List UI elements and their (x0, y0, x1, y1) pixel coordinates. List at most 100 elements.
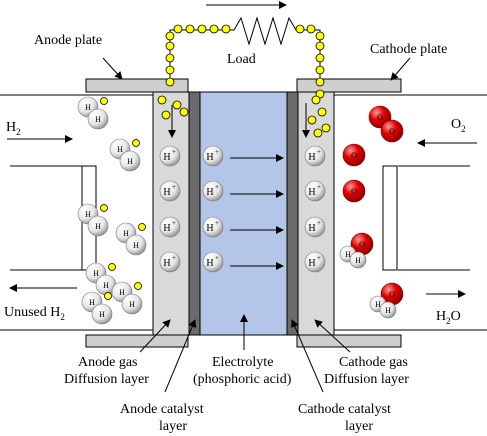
svg-text:H: H (308, 258, 315, 269)
svg-text:H: H (206, 258, 213, 269)
electron-bead (104, 292, 112, 300)
oxygen-atom-symbol: O (377, 113, 383, 122)
electron-bead (315, 41, 325, 51)
electron-bead (173, 24, 183, 34)
anode-catalyst-label-line1: Anode catalyst (120, 402, 204, 417)
electron-bead (161, 110, 171, 120)
svg-text:+: + (172, 148, 176, 156)
svg-text:+: + (215, 254, 219, 262)
oxygen-atom-symbol: O (389, 290, 395, 299)
hydrogen-molecule: HH (109, 138, 141, 172)
hydrogen-ions: H+H+H+H+H+H+H+H+H+H+H+H+ (159, 145, 326, 273)
o2-inlet-label: O2 (451, 117, 466, 134)
hydrogen-ion: H+ (159, 145, 181, 167)
hydrogen-atom-symbol: H (85, 103, 91, 112)
cathode-gas-label-line2: Diffusion layer (324, 372, 409, 387)
hydrogen-atom (379, 301, 397, 319)
svg-text:+: + (317, 219, 321, 227)
svg-text:H: H (163, 187, 170, 198)
svg-text:H: H (206, 152, 213, 163)
electron-bead (315, 77, 325, 87)
electron-bead (138, 223, 146, 231)
hydrogen-atom (125, 234, 147, 256)
electrolyte-layer (199, 91, 288, 336)
water-molecule: OHH (369, 282, 404, 319)
hydrogen-molecule: HH (111, 281, 143, 315)
svg-text:H: H (206, 187, 213, 198)
svg-text:+: + (172, 219, 176, 227)
oxygen-atom-symbol: O (359, 240, 365, 249)
hydrogen-atom-symbol: H (129, 300, 135, 309)
hydrogen-atom-symbol: H (117, 145, 123, 154)
anode-gas-diffusion-layer (152, 91, 190, 336)
electron-bead (313, 128, 323, 138)
svg-text:+: + (317, 183, 321, 191)
svg-text:H: H (163, 152, 170, 163)
svg-text:+: + (215, 219, 219, 227)
hydrogen-ion: H+ (159, 251, 181, 273)
svg-text:+: + (172, 183, 176, 191)
cathode-gas-label-line1: Cathode gas (339, 355, 408, 370)
electron-bead (165, 41, 175, 51)
electron-bead (165, 53, 175, 63)
hydrogen-ion: H+ (304, 251, 326, 273)
cathode-plate-label: Cathode plate (370, 42, 447, 57)
hydrogen-atom-symbol: H (95, 115, 101, 124)
svg-text:+: + (317, 254, 321, 262)
cathode-plate-bottom (296, 334, 402, 348)
oxygen-atom-symbol: O (351, 187, 357, 196)
svg-text:+: + (215, 148, 219, 156)
hydrogen-atom-symbol: H (133, 241, 139, 250)
anode-catalyst-label-line2: layer (159, 419, 187, 434)
water-molecule: OHH (339, 232, 374, 269)
svg-text:H: H (163, 258, 170, 269)
hydrogen-ion: H+ (159, 216, 181, 238)
hydrogen-ion: H+ (202, 180, 224, 202)
hydrogen-atom-symbol: H (375, 300, 381, 309)
electron-bead (307, 115, 317, 125)
hydrogen-atom (349, 251, 367, 269)
hydrogen-atom-symbol: H (99, 310, 105, 319)
oxygen-atom-symbol: O (351, 151, 357, 160)
hydrogen-molecule: HH (115, 222, 147, 256)
hydrogen-atom-symbol: H (123, 229, 129, 238)
hydrogen-atom (87, 108, 109, 130)
load-label: Load (227, 52, 256, 67)
electron-bead (179, 107, 189, 117)
oxygen-atom (342, 179, 366, 203)
electron-bead (221, 24, 231, 34)
hydrogen-atom (121, 293, 143, 315)
oxygen-atom-symbol: O (389, 127, 395, 136)
hydrogen-ion: H+ (304, 180, 326, 202)
electron-bead (311, 95, 321, 105)
electron-bead (321, 123, 331, 133)
electron-bead (172, 100, 182, 110)
electrolyte-label-line2: (phosphoric acid) (193, 372, 292, 387)
cathode-baffle (382, 165, 398, 271)
hydrogen-atom (91, 303, 113, 325)
hydrogen-molecule: HH (81, 291, 113, 325)
electron-bead (295, 24, 305, 34)
label-leaders (102, 57, 411, 393)
electron-bead (100, 204, 108, 212)
hydrogen-atom-symbol: H (355, 256, 361, 265)
electron-bead (157, 95, 167, 105)
cell-housing (0, 94, 487, 331)
hydrogen-atom-symbol: H (89, 298, 95, 307)
hydrogen-atom-symbol: H (95, 222, 101, 231)
hydrogen-atom-symbol: H (385, 306, 391, 315)
hydrogen-molecule: HH (85, 262, 117, 296)
cathode-catalyst-label-line1: Cathode catalyst (298, 402, 391, 417)
h2o-outlet-label: H2O (436, 309, 461, 326)
hydrogen-ion: H+ (202, 251, 224, 273)
svg-text:+: + (172, 254, 176, 262)
oxygen-atom (342, 143, 366, 167)
electron-bead (165, 65, 175, 75)
anode-plate-label: Anode plate (34, 33, 102, 48)
electron-bead (165, 31, 175, 41)
unused-h2-label: Unused H2 (4, 305, 65, 322)
hydrogen-atom-symbol: H (345, 250, 351, 259)
